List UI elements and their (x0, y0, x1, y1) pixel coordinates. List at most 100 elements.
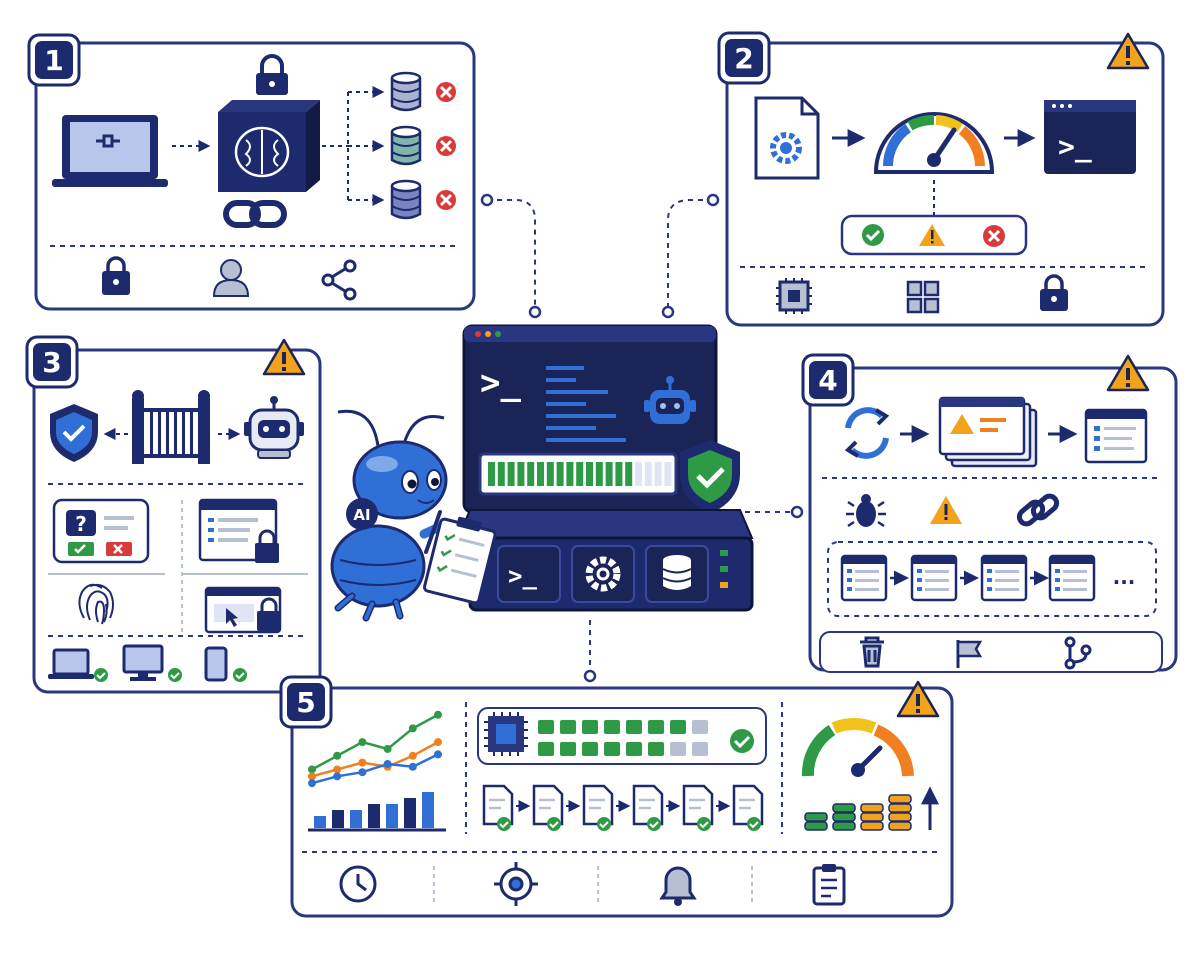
warning-icon (930, 496, 962, 524)
coin (860, 821, 884, 831)
chip-cell (604, 720, 620, 734)
progress-cell (625, 462, 633, 486)
chart-point (408, 762, 417, 771)
progress-bar (488, 462, 672, 486)
panel-1 (34, 41, 476, 311)
error-icon (436, 190, 456, 210)
settings-file-icon (754, 96, 820, 180)
chip-cell (582, 720, 598, 734)
chip-cell (648, 742, 664, 756)
user-icon (212, 259, 250, 297)
coin (888, 812, 912, 822)
terminal-prompt: >_ (1058, 130, 1092, 163)
gate-icon (132, 390, 210, 464)
pipeline-box (827, 541, 1157, 617)
pipeline-step (980, 554, 1028, 602)
chart-bar (386, 804, 398, 828)
document-pipeline (482, 784, 764, 831)
progress-cell (566, 462, 574, 486)
ai-badge: AI (353, 506, 370, 524)
warning-icon (1106, 32, 1150, 70)
chart-point (434, 750, 442, 759)
question-icon: ? (52, 498, 150, 564)
chip-cell (582, 742, 598, 756)
modules-icon (906, 280, 940, 314)
checked-document-icon (732, 784, 764, 831)
progress-cell (497, 462, 505, 486)
svg-text:?: ? (75, 512, 87, 536)
checked-document-icon (532, 784, 564, 831)
bug-icon (846, 494, 886, 528)
database-icon (390, 71, 422, 112)
link-icon (1016, 493, 1060, 527)
connector-dots (480, 193, 804, 683)
coin (832, 821, 856, 831)
robot-icon (244, 396, 304, 459)
chip-cell (626, 720, 642, 734)
panel-number-badge: 1 (27, 33, 81, 87)
connectors (487, 199, 797, 676)
panel-2: >_ (725, 41, 1165, 327)
chart-bar (350, 810, 362, 828)
terminal-icon: >_ (497, 545, 561, 603)
chip-cell (670, 720, 686, 734)
ai-brain-chip-icon (218, 100, 320, 192)
chip-cell (560, 742, 576, 756)
checked-document-icon (682, 784, 714, 831)
checked-document-icon (582, 784, 614, 831)
phone-icon (204, 646, 247, 682)
database-icon (390, 179, 422, 220)
panel-number: 1 (44, 44, 63, 77)
panel-number-badge: 2 (717, 31, 771, 85)
chart-point (383, 744, 392, 753)
chip-grid (538, 720, 708, 756)
chart-point (408, 724, 417, 733)
laptop-icon (48, 648, 108, 682)
progress-cell (595, 462, 603, 486)
warning-icon (896, 680, 940, 718)
warning-stack-icon (938, 396, 1038, 468)
progress-cell (556, 462, 564, 486)
chip-cell (604, 742, 620, 756)
panel-number: 4 (818, 364, 837, 397)
chart-point (408, 751, 417, 760)
list-window-icon (1084, 408, 1148, 464)
panel-4: ... (808, 366, 1178, 673)
server-prompt: >_ (480, 363, 521, 403)
coin (888, 803, 912, 813)
chip-cell (560, 720, 576, 734)
chart-point (333, 765, 342, 774)
panel-3: ? (32, 348, 322, 694)
chain-link-icon (223, 200, 287, 228)
svg-text:>_: >_ (508, 562, 537, 590)
lock-icon (1040, 274, 1068, 311)
progress-cell (644, 462, 652, 486)
panel-5 (290, 686, 954, 918)
gear-icon (571, 545, 635, 603)
database-icon (390, 125, 422, 166)
chart-point (308, 772, 316, 781)
chart-point (434, 710, 442, 719)
warning-icon (262, 338, 306, 376)
clipboard-checklist-icon (422, 516, 497, 605)
flag-icon (956, 640, 983, 668)
pipeline-step (910, 554, 958, 602)
coin-stacks (804, 794, 912, 831)
coin (888, 794, 912, 804)
app-window-lock-icon (198, 498, 279, 563)
pipeline-step (1048, 554, 1096, 602)
share-icon (321, 259, 357, 301)
status-leds (720, 550, 728, 588)
chart-point (333, 751, 342, 760)
panel-number: 5 (296, 686, 315, 719)
coin (804, 821, 828, 831)
database-icon (645, 545, 709, 603)
chart-point (308, 779, 316, 788)
chip-cell (692, 742, 708, 756)
trash-icon (860, 636, 884, 668)
chart-point (358, 738, 367, 747)
line-chart (308, 710, 442, 788)
bell-icon (659, 866, 697, 906)
